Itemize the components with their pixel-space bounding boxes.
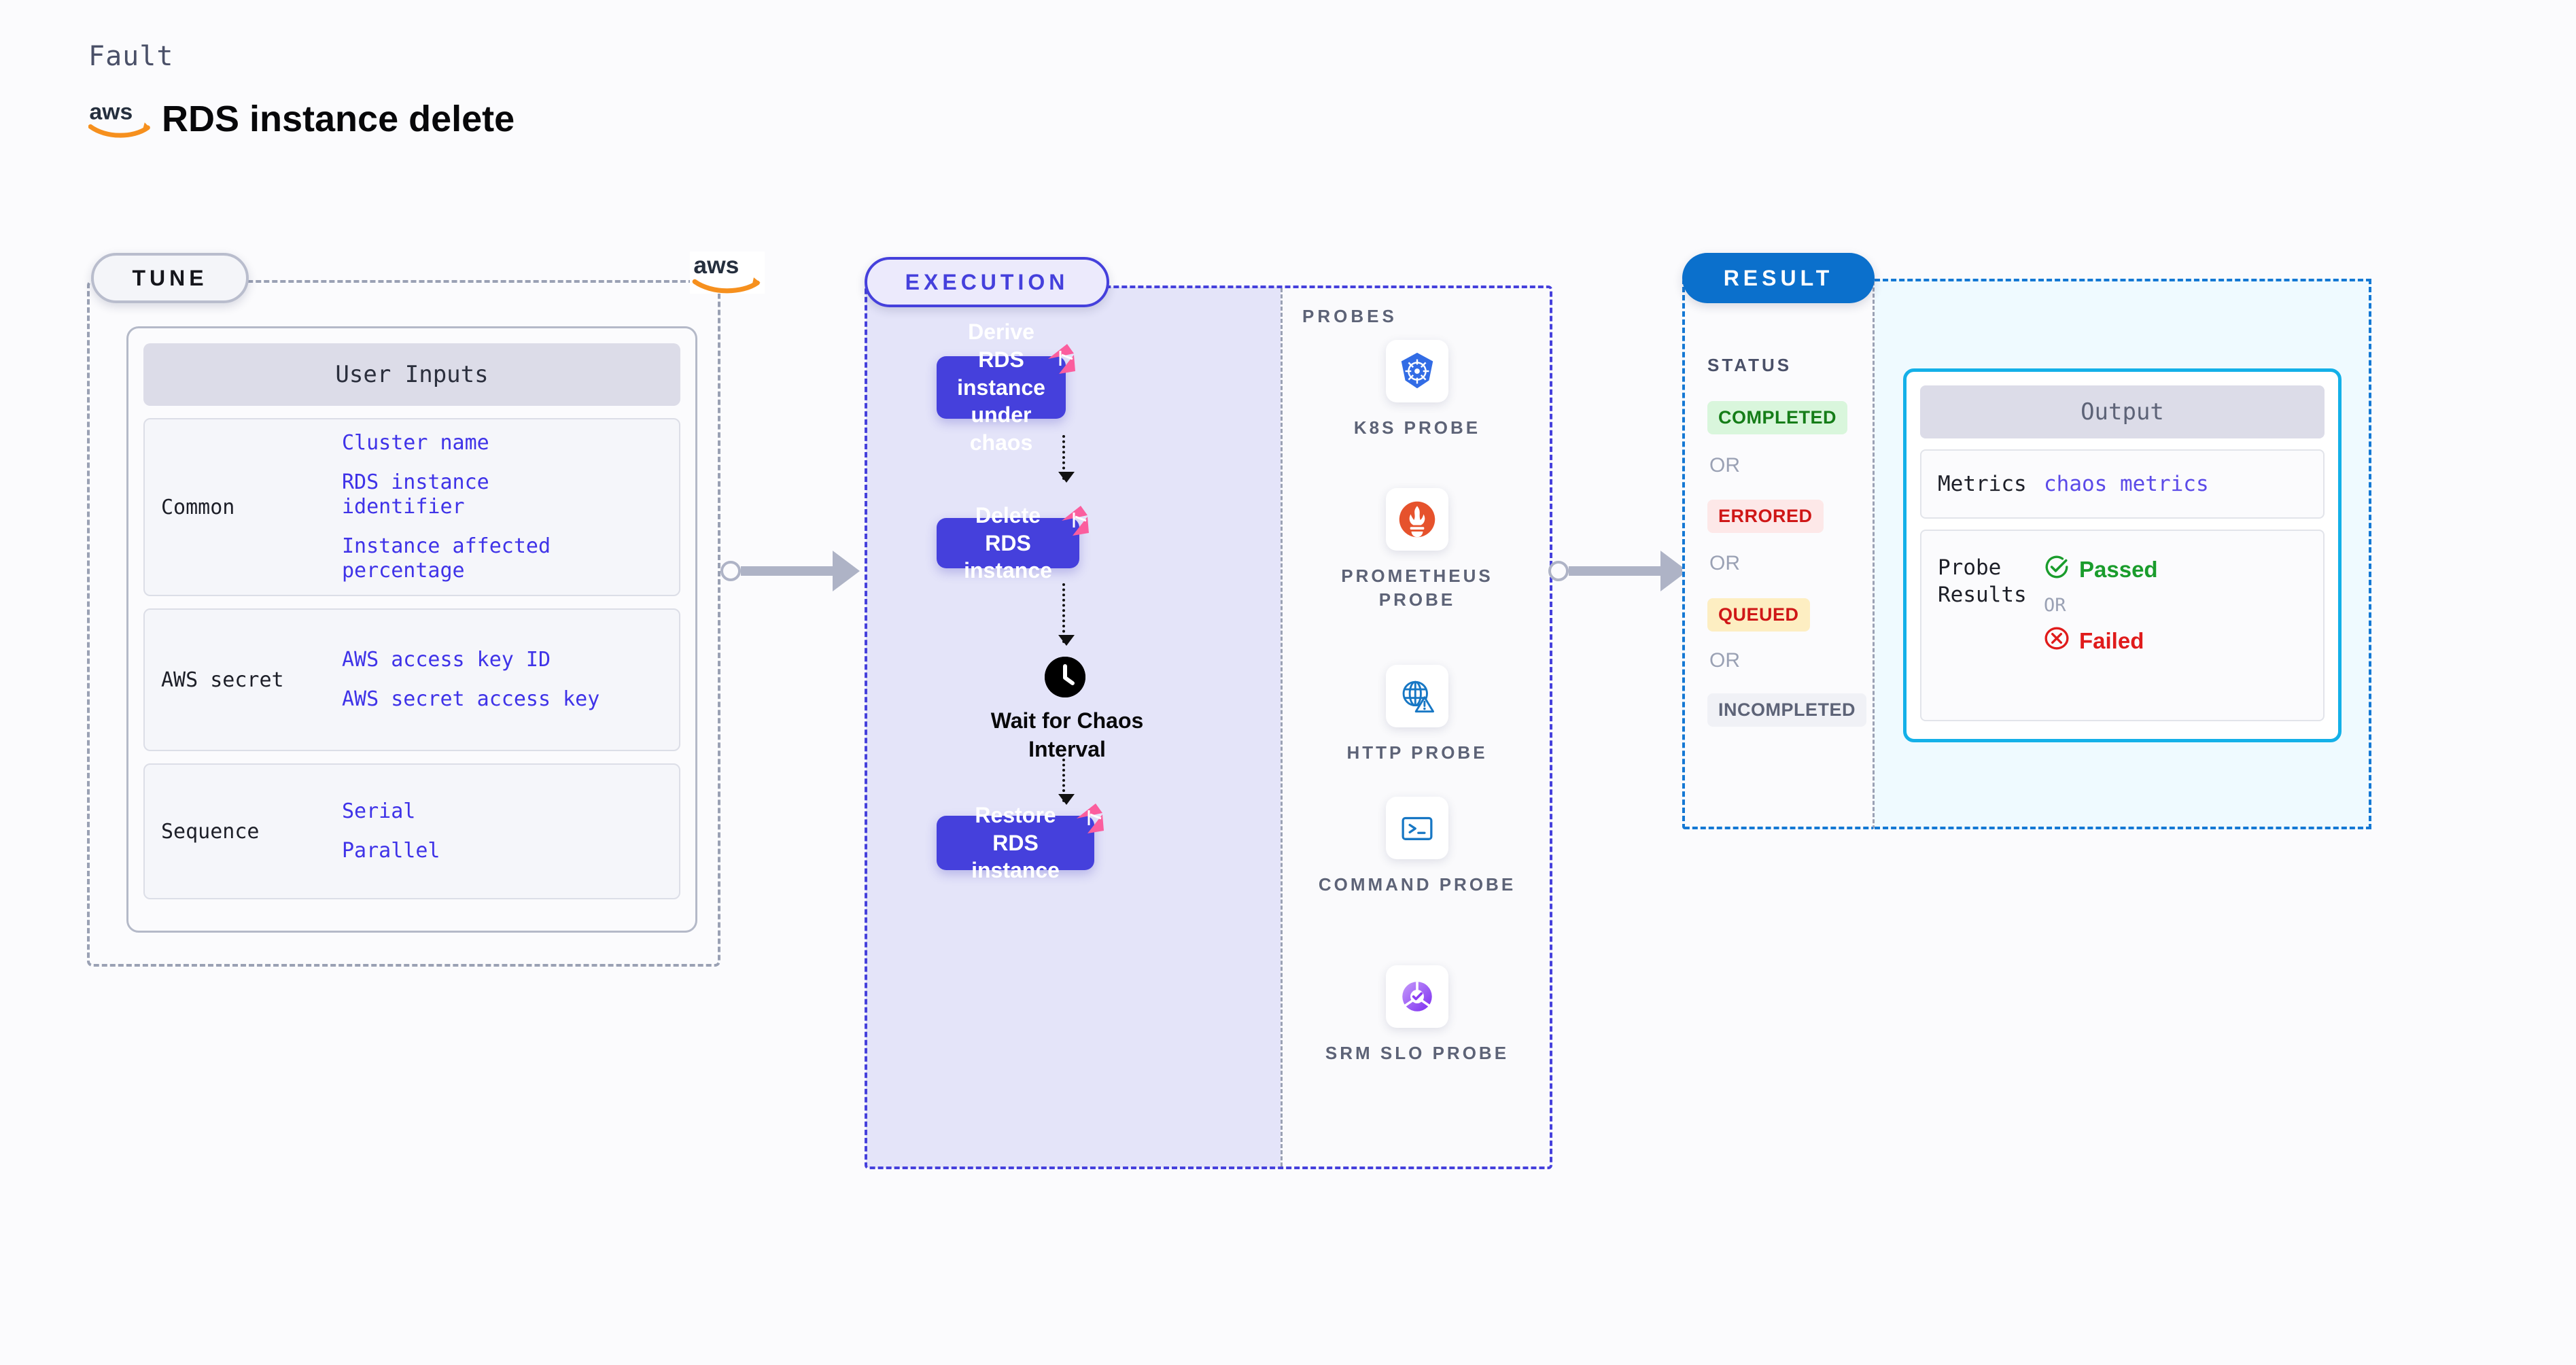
input-group-common: Common Cluster name RDS instance identif… xyxy=(143,418,680,596)
verdict-failed-label: Failed xyxy=(2079,628,2144,653)
flow-node-label: Restore RDS instance xyxy=(971,802,1060,883)
connector-dot xyxy=(1548,561,1569,581)
x-circle-icon xyxy=(2044,625,2070,657)
flow-connector xyxy=(1058,759,1075,805)
aws-logo-icon: aws xyxy=(88,98,151,139)
input-group-aws-secret: AWS secret AWS access key ID AWS secret … xyxy=(143,608,680,751)
group-values: AWS access key ID AWS secret access key xyxy=(342,648,599,712)
input-value[interactable]: Cluster name xyxy=(342,431,489,455)
flow-node-derive-rds-instance[interactable]: Derive RDS instance under chaos xyxy=(937,319,1075,455)
user-inputs-title: User Inputs xyxy=(143,343,680,406)
harness-chaos-icon xyxy=(1067,801,1105,836)
title-row: aws RDS instance delete xyxy=(88,98,515,139)
group-values: Serial Parallel xyxy=(342,799,440,863)
connector-tune-to-execution xyxy=(720,551,887,591)
harness-chaos-icon xyxy=(1052,503,1090,538)
group-label: Common xyxy=(161,495,235,519)
group-label: Sequence xyxy=(161,819,260,844)
page-title: RDS instance delete xyxy=(162,99,515,139)
verdict-failed: Failed xyxy=(2044,625,2158,657)
or-separator: OR xyxy=(2044,595,2066,616)
probe-label: PROMETHEUS PROBE xyxy=(1341,566,1493,610)
svg-text:aws: aws xyxy=(693,252,739,279)
probe-verdicts: Passed OR Failed xyxy=(2044,554,2158,657)
input-group-sequence: Sequence Serial Parallel xyxy=(143,763,680,899)
svg-text:aws: aws xyxy=(90,99,133,125)
status-badge-incompleted: INCOMPLETED xyxy=(1707,693,1867,727)
aws-logo-icon: aws xyxy=(690,252,765,294)
probe-command[interactable]: COMMAND PROBE xyxy=(1305,797,1529,897)
input-value[interactable]: AWS secret access key xyxy=(342,687,600,711)
output-row-metrics: Metrics chaos metrics xyxy=(1920,449,2325,519)
prometheus-icon xyxy=(1386,488,1448,551)
flow-node-restore-rds-instance[interactable]: Restore RDS instance xyxy=(937,803,1104,882)
execution-section xyxy=(865,286,1552,1169)
fault-kicker: Fault xyxy=(88,41,174,72)
execution-badge: EXECUTION xyxy=(865,257,1109,307)
output-row-probe-results: Probe Results Passed OR xyxy=(1920,530,2325,721)
probe-srm-slo[interactable]: SRM SLO PROBE xyxy=(1305,965,1529,1065)
input-value[interactable]: AWS access key ID xyxy=(342,648,551,672)
probe-results-label: Probe Results xyxy=(1938,555,2027,608)
harness-chaos-icon xyxy=(1039,341,1077,377)
probe-label: HTTP PROBE xyxy=(1346,742,1488,763)
result-badge: RESULT xyxy=(1682,253,1875,303)
probe-prometheus[interactable]: PROMETHEUS PROBE xyxy=(1305,488,1529,612)
probe-label: K8S PROBE xyxy=(1353,417,1481,438)
terminal-icon xyxy=(1386,797,1448,859)
group-values: Cluster name RDS instance identifier Ins… xyxy=(342,431,607,583)
connector-dot xyxy=(720,561,741,581)
output-title: Output xyxy=(1920,385,2325,438)
metrics-label: Metrics xyxy=(1938,471,2027,496)
probes-title: PROBES xyxy=(1302,306,1397,326)
input-value[interactable]: Serial xyxy=(342,799,416,823)
flow-node-delete-rds-instance[interactable]: Delete RDS instance xyxy=(937,503,1089,583)
connector-line xyxy=(1569,566,1660,576)
or-separator: OR xyxy=(1709,454,1740,477)
execution-flow-background xyxy=(866,287,1281,1168)
check-circle-icon xyxy=(2044,554,2070,585)
flow-node-label: Derive RDS instance under chaos xyxy=(957,319,1045,455)
clock-icon xyxy=(1045,657,1085,697)
probe-label: COMMAND PROBE xyxy=(1318,874,1516,895)
status-title: STATUS xyxy=(1707,355,1792,375)
flow-connector xyxy=(1058,583,1075,646)
input-value[interactable]: Parallel xyxy=(342,839,440,863)
status-badge-queued: QUEUED xyxy=(1707,598,1810,632)
output-card: Output Metrics chaos metrics Probe Resul… xyxy=(1903,368,2342,742)
result-status-section xyxy=(1682,279,1875,829)
kubernetes-icon xyxy=(1386,340,1448,402)
page-header: Fault aws RDS instance delete xyxy=(88,41,515,139)
connector-arrowhead xyxy=(833,551,860,591)
tune-badge: TUNE xyxy=(91,253,249,303)
metrics-value[interactable]: chaos metrics xyxy=(2044,472,2209,496)
status-badge-errored: ERRORED xyxy=(1707,500,1824,533)
wait-for-chaos-interval-label: Wait for Chaos Interval xyxy=(990,708,1144,761)
flow-node-label: Delete RDS instance xyxy=(964,502,1052,583)
srm-slo-icon xyxy=(1386,965,1448,1028)
input-value[interactable]: RDS instance identifier xyxy=(342,470,489,519)
verdict-passed-label: Passed xyxy=(2079,557,2158,582)
flow-connector xyxy=(1058,435,1075,483)
or-separator: OR xyxy=(1709,649,1740,672)
globe-warning-icon xyxy=(1386,665,1448,727)
verdict-passed: Passed xyxy=(2044,554,2158,585)
probe-k8s[interactable]: K8S PROBE xyxy=(1305,340,1529,440)
status-badge-completed: COMPLETED xyxy=(1707,401,1848,434)
user-inputs-card: User Inputs Common Cluster name RDS inst… xyxy=(126,326,697,933)
input-value[interactable]: Instance affected percentage xyxy=(342,534,551,583)
probes-divider xyxy=(1281,288,1283,1167)
probe-label: SRM SLO PROBE xyxy=(1325,1043,1510,1063)
or-separator: OR xyxy=(1709,552,1740,574)
connector-line xyxy=(741,566,833,576)
probe-http[interactable]: HTTP PROBE xyxy=(1305,665,1529,765)
group-label: AWS secret xyxy=(161,668,284,692)
